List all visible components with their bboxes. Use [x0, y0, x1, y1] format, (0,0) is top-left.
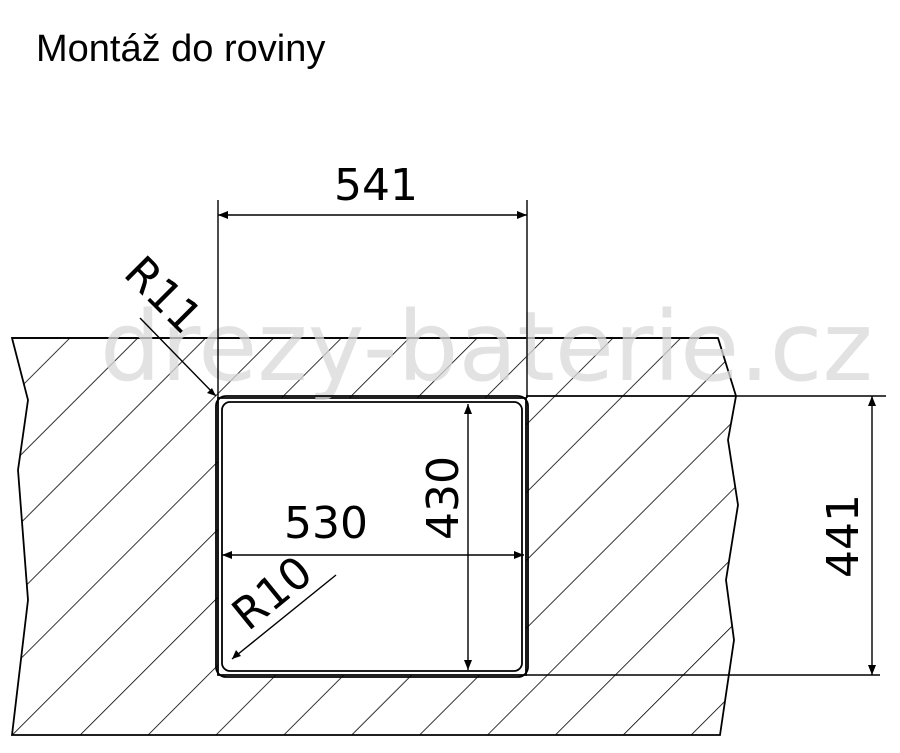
dimension-label-541: 541: [334, 160, 418, 211]
dimension-bowl-width: 530: [222, 498, 524, 559]
watermark-text: drezy-baterie.cz: [100, 291, 873, 403]
page-title: Montáž do roviny: [36, 28, 326, 70]
cutout-outline: [215, 395, 529, 678]
dimension-label-441: 441: [818, 494, 869, 578]
bowl-outline: [221, 401, 523, 672]
dimension-cutout-width: 541: [217, 160, 528, 398]
dimension-bowl-depth: 430: [418, 404, 472, 670]
dimension-label-430: 430: [418, 456, 469, 540]
dimension-label-530: 530: [284, 498, 368, 549]
dimension-cutout-depth: 441: [736, 395, 886, 675]
sink-outline: [215, 395, 529, 678]
